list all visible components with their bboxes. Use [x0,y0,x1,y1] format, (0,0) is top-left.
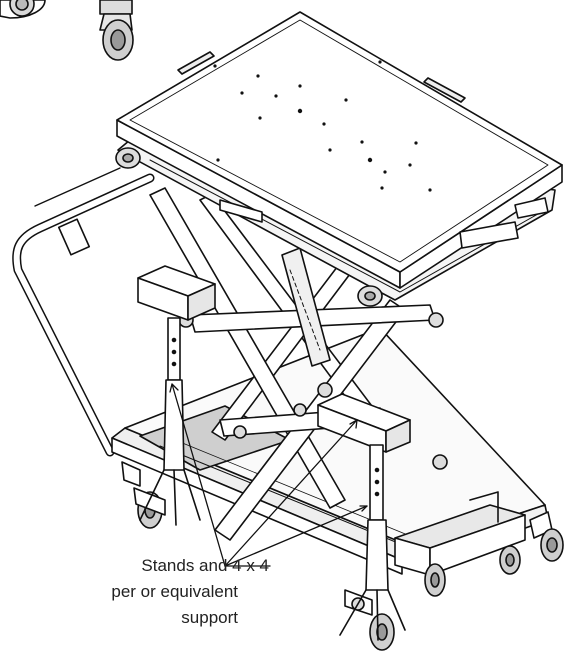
mounting-holes [213,60,432,192]
lumber-4x4-left [137,265,216,321]
caster-front-right [344,589,395,651]
scissor-mechanism [149,187,448,541]
detached-caster-wheel [0,0,134,61]
callout-label-end: support [181,607,238,629]
caster-rear-middle [424,563,446,597]
storage-tray [394,491,526,576]
jack-stand-left [139,317,201,526]
callout-label: Stands and 4 x 4 [141,555,269,577]
caster-rear-right [499,511,564,575]
caster-front-left [121,461,166,529]
jack-stand-right [339,444,406,641]
lumber-4x4-right [317,393,411,453]
callout-leader-lines [169,383,368,567]
lift-platform [115,11,563,307]
callout-label-continued: per or equivalent [111,581,238,603]
callout-line-1: Stands and 4 x 4 [141,556,269,575]
push-handle [12,167,155,457]
callout-line-2: per or equivalent [111,582,238,601]
callout-line-3: support [181,608,238,627]
